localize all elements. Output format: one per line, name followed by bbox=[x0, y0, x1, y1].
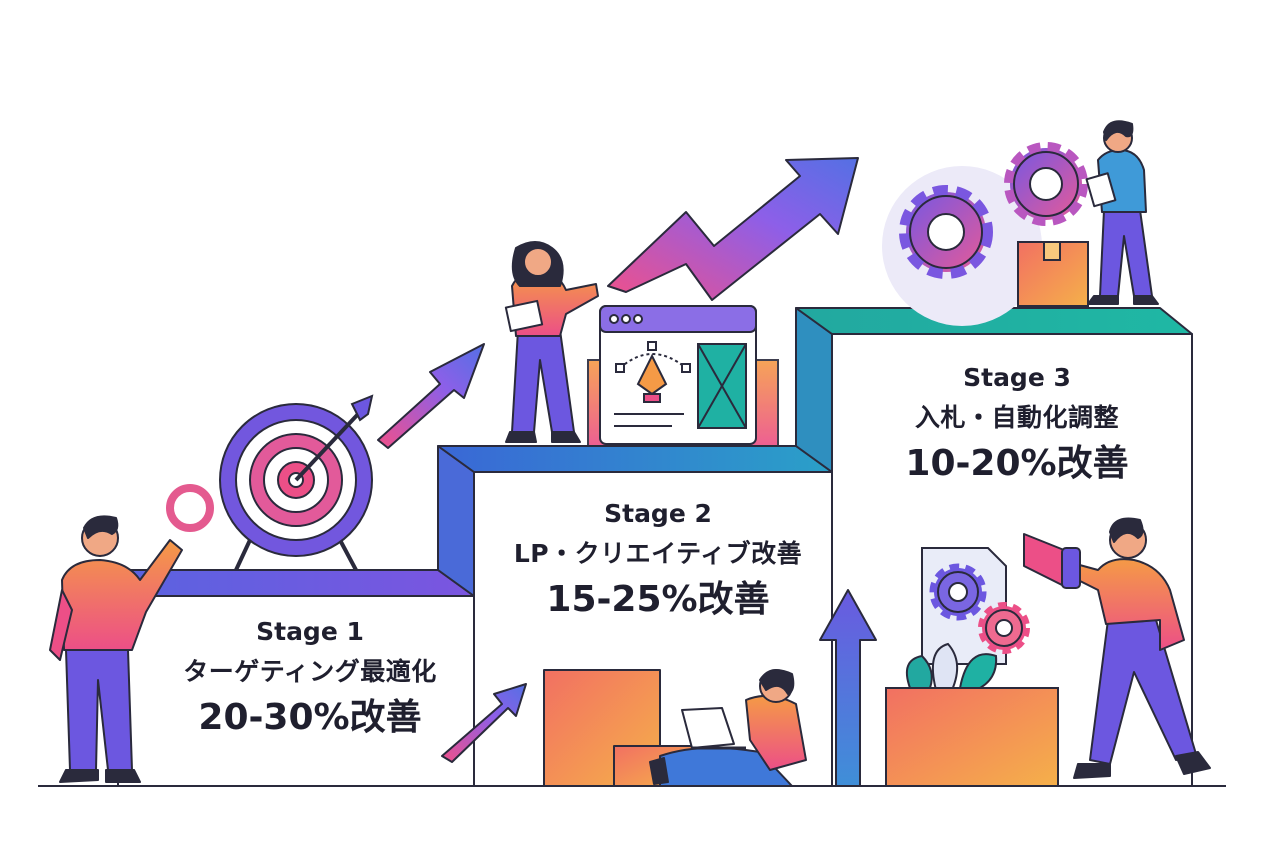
stage-1-name: Stage 1 bbox=[256, 617, 364, 646]
stage-2-label: Stage 2 LP・クリエイティブ改善 15-25%改善 bbox=[478, 494, 838, 626]
design-window bbox=[587, 305, 779, 447]
stage-3-title: 入札・自動化調整 bbox=[914, 403, 1119, 432]
arrow-up bbox=[819, 589, 877, 787]
stage-1-title: ターゲティング最適化 bbox=[183, 657, 437, 686]
stage-3-name: Stage 3 bbox=[963, 363, 1071, 392]
riser-2 bbox=[795, 307, 833, 473]
stage-2-title: LP・クリエイティブ改善 bbox=[513, 539, 803, 568]
gear-icon bbox=[899, 142, 1088, 279]
stage-2-improvement: 15-25%改善 bbox=[546, 579, 770, 620]
magnifier-icon bbox=[166, 484, 214, 532]
target-icon bbox=[219, 394, 374, 571]
package-box bbox=[1017, 241, 1089, 307]
plant bbox=[906, 642, 998, 692]
laptop-icon bbox=[681, 707, 746, 750]
person-laptop bbox=[543, 669, 807, 787]
stage-1-label: Stage 1 ターゲティング最適化 20-30%改善 bbox=[120, 612, 500, 744]
step-1-top bbox=[117, 569, 475, 597]
person-stage-2 bbox=[504, 241, 599, 443]
trend-arrow-icon bbox=[377, 157, 877, 787]
arrow-zigzag bbox=[607, 157, 859, 301]
person-stage-1 bbox=[49, 484, 214, 783]
document-gears bbox=[921, 547, 1030, 665]
stage-3-label: Stage 3 入札・自動化調整 10-20%改善 bbox=[842, 358, 1192, 490]
pen-tool-icon bbox=[615, 341, 691, 403]
arrow-from-target bbox=[377, 343, 485, 449]
step-2-top bbox=[437, 445, 833, 473]
stage-3-improvement: 10-20%改善 bbox=[905, 443, 1129, 484]
person-megaphone bbox=[1023, 517, 1211, 779]
person-stage-3 bbox=[1085, 120, 1159, 305]
arrow-small-1 bbox=[441, 683, 527, 763]
shipping-box bbox=[885, 687, 1059, 787]
stage-1-improvement: 20-30%改善 bbox=[198, 697, 422, 738]
clipboard-icon bbox=[504, 299, 544, 333]
tablet-icon bbox=[1085, 172, 1117, 208]
stage-2-name: Stage 2 bbox=[604, 499, 712, 528]
step-1-face bbox=[117, 595, 475, 787]
megaphone-icon bbox=[1023, 533, 1081, 589]
